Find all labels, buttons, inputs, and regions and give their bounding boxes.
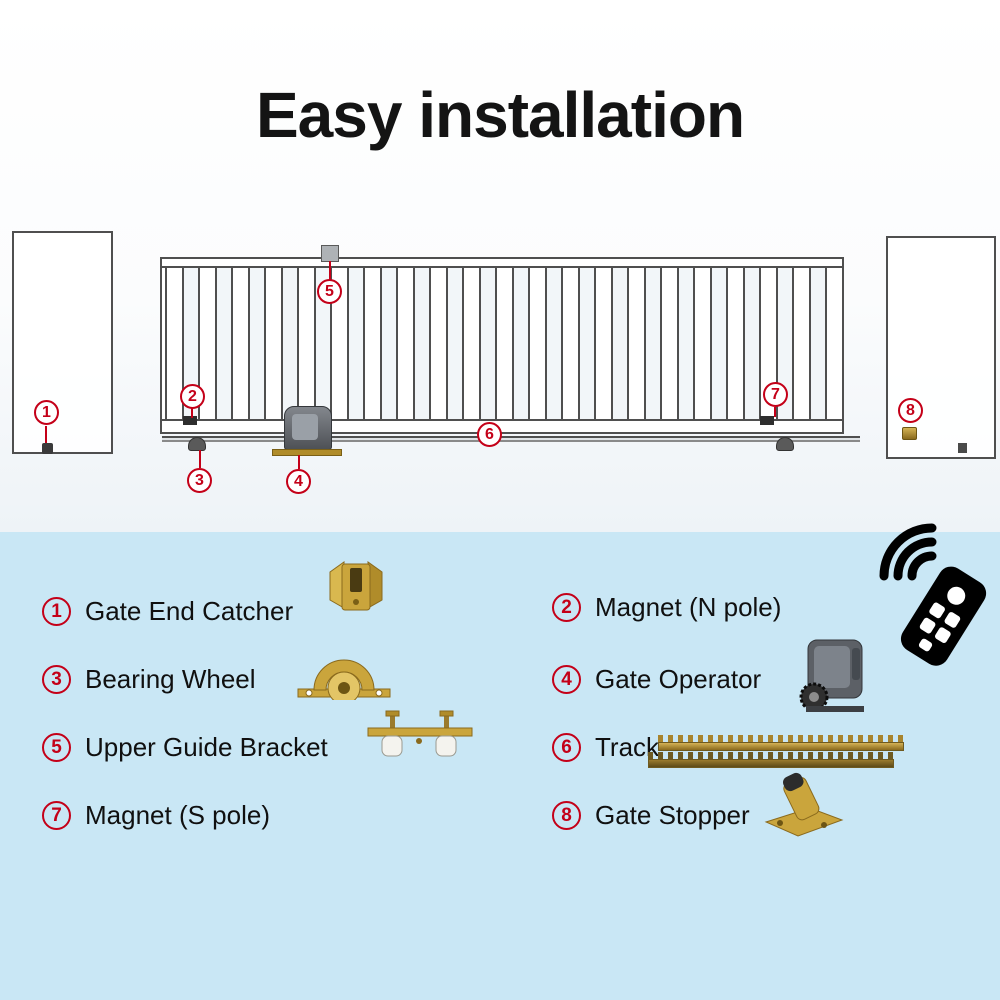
fence-latch-marker (958, 443, 967, 453)
gate-end-catcher-icon (329, 561, 383, 611)
track-rack-segment (658, 735, 904, 751)
diagram-callout-2: 2 (180, 384, 205, 409)
legend-item-gate-operator: 4 Gate Operator (552, 664, 761, 695)
gate-stopper-icon (764, 772, 844, 837)
gate-top-rail (162, 266, 842, 268)
callout-line (774, 407, 776, 417)
remote-control-icon (879, 523, 987, 666)
fence-panel-right (886, 236, 996, 459)
magnet-s-marker (760, 416, 774, 425)
magnet-n-marker (183, 416, 197, 425)
upper-guide-bracket-marker (321, 245, 339, 262)
callout-line (298, 455, 300, 469)
legend-item-number: 7 (42, 801, 71, 830)
legend-item-magnet-n-pole: 2 Magnet (N pole) (552, 592, 781, 623)
legend-item-label: Gate Stopper (595, 800, 750, 830)
bearing-wheel-left-marker (188, 437, 206, 451)
callout-line (45, 426, 47, 443)
gate-operator-base (272, 449, 342, 456)
diagram-callout-7: 7 (763, 382, 788, 407)
diagram-callout-4: 4 (286, 469, 311, 494)
legend-item-bearing-wheel: 3 Bearing Wheel (42, 664, 256, 695)
track-rail (162, 436, 860, 442)
gate-bars (165, 268, 839, 419)
gate-end-catcher-marker (42, 443, 53, 454)
legend-item-label: Gate Operator (595, 664, 762, 694)
gate-bottom-rail (162, 419, 842, 432)
fence-panel-left (12, 231, 113, 454)
diagram-callout-8: 8 (898, 398, 923, 423)
legend-item-gate-end-catcher: 1 Gate End Catcher (42, 596, 293, 627)
legend-item-magnet-s-pole: 7 Magnet (S pole) (42, 800, 270, 831)
bearing-wheel-icon (297, 659, 391, 700)
legend-item-gate-stopper: 8 Gate Stopper (552, 800, 750, 831)
legend-item-upper-guide-bracket: 5 Upper Guide Bracket (42, 732, 328, 763)
legend-item-number: 2 (552, 593, 581, 622)
gate-operator-icon (799, 639, 864, 712)
legend-section: 1 Gate End Catcher 2 Magnet (N pole) 3 B… (0, 523, 1000, 1000)
page-title: Easy installation (255, 79, 745, 151)
legend-item-label: Magnet (S pole) (85, 800, 270, 830)
legend-item-number: 6 (552, 733, 581, 762)
legend-item-number: 8 (552, 801, 581, 830)
legend-item-number: 5 (42, 733, 71, 762)
diagram-callout-6: 6 (477, 422, 502, 447)
legend-item-label: Gate End Catcher (85, 596, 294, 626)
legend-item-track: 6 Track (552, 732, 659, 763)
legend-item-label: Bearing Wheel (85, 664, 256, 694)
track-icon (648, 735, 904, 771)
track-rack-segment (648, 752, 894, 768)
gate-operator-unit (284, 406, 332, 450)
callout-line (199, 450, 201, 468)
sliding-gate-panel (160, 257, 844, 434)
legend-item-label: Upper Guide Bracket (85, 732, 328, 762)
bearing-wheel-right-marker (776, 437, 794, 451)
legend-item-number: 4 (552, 665, 581, 694)
legend-item-number: 1 (42, 597, 71, 626)
legend-item-label: Magnet (N pole) (595, 592, 782, 622)
callout-line (329, 261, 331, 279)
upper-guide-bracket-icon (367, 710, 473, 757)
legend-item-number: 3 (42, 665, 71, 694)
diagram-callout-3: 3 (187, 468, 212, 493)
diagram-callout-1: 1 (34, 400, 59, 425)
callout-line (191, 408, 193, 418)
diagram-callout-5: 5 (317, 279, 342, 304)
gate-stopper-marker (902, 427, 917, 440)
